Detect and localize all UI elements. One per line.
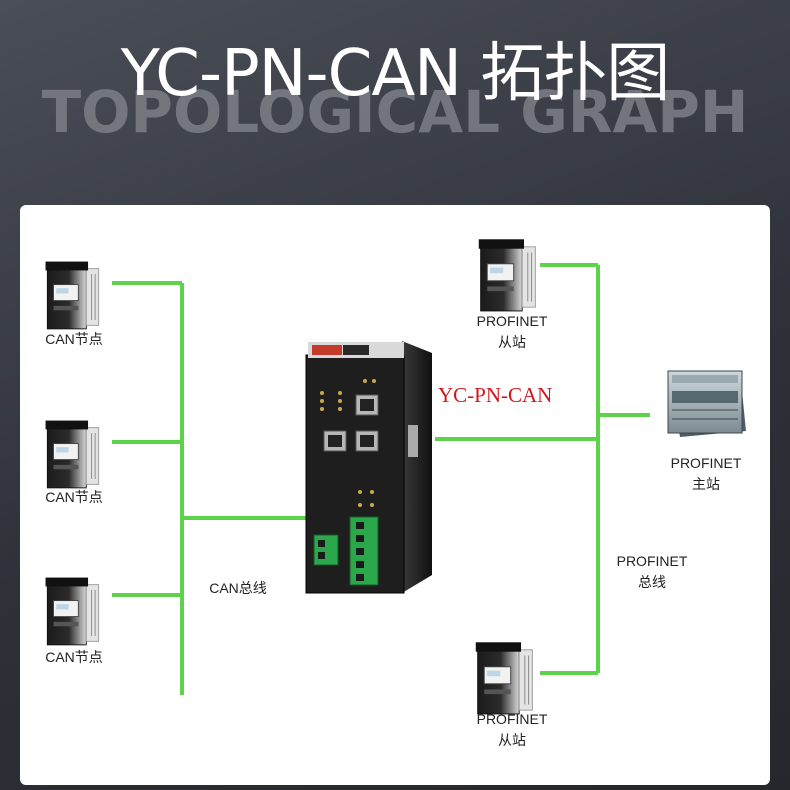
can-node-1-device bbox=[45, 261, 100, 330]
profinet-master-line2: 主站 bbox=[692, 476, 720, 492]
profinet-bus-lines bbox=[435, 263, 650, 675]
gateway-device bbox=[305, 341, 432, 594]
can-bus-lines bbox=[112, 281, 308, 695]
profinet-slave-bottom-line1: PROFINET bbox=[476, 711, 548, 727]
profinet-master-device bbox=[667, 370, 746, 437]
page-subtitle: TOPOLOGICAL GRAPH bbox=[41, 78, 749, 146]
profinet-slave-top-label: PROFINET 从站 bbox=[452, 311, 572, 353]
profinet-slave-bottom-label: PROFINET 从站 bbox=[452, 709, 572, 751]
can-bus-label: CAN总线 bbox=[209, 580, 267, 596]
can-node-1-label: CAN节点 bbox=[45, 331, 103, 347]
gateway-label: YC-PN-CAN bbox=[438, 383, 553, 407]
profinet-slave-top-line2: 从站 bbox=[498, 334, 526, 350]
can-node-2-label: CAN节点 bbox=[45, 489, 103, 505]
profinet-master-label: PROFINET 主站 bbox=[646, 453, 766, 495]
profinet-bus-line2: 总线 bbox=[638, 574, 666, 590]
profinet-master-line1: PROFINET bbox=[670, 455, 742, 471]
topology-panel: CAN节点 CAN节点 CAN节点 CAN总线 YC-PN-CAN PROFIN… bbox=[20, 205, 770, 785]
can-node-3-label: CAN节点 bbox=[45, 649, 103, 665]
profinet-bus-label: PROFINET 总线 bbox=[592, 551, 712, 593]
page-title: YC-PN-CAN 拓扑图 bbox=[120, 37, 671, 111]
profinet-bus-line1: PROFINET bbox=[616, 553, 688, 569]
profinet-slave-bottom-line2: 从站 bbox=[498, 732, 526, 748]
can-node-3-device bbox=[45, 577, 100, 646]
topology-diagram bbox=[45, 239, 746, 715]
can-node-2-device bbox=[45, 420, 100, 489]
profinet-slave-top-line1: PROFINET bbox=[476, 313, 548, 329]
profinet-slave-top-device bbox=[478, 239, 536, 312]
profinet-slave-bottom-device bbox=[475, 642, 533, 715]
